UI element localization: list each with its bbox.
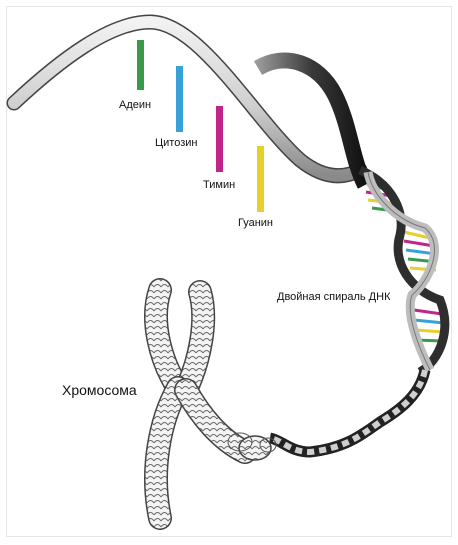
chromosome	[156, 290, 276, 518]
label-guanine: Гуанин	[238, 217, 273, 229]
label-cytosine: Цитозин	[155, 137, 197, 149]
cytosine-marker	[176, 66, 183, 132]
guanine-marker	[257, 146, 264, 212]
thymine-marker	[216, 106, 223, 172]
double-helix	[360, 170, 445, 372]
label-double-helix: Двойная спираль ДНК	[277, 291, 390, 303]
dna-strand-ribbon	[14, 22, 360, 176]
label-thymine: Тимин	[203, 179, 235, 191]
label-adenine: Адеин	[119, 99, 151, 111]
twisted-dna-rope	[270, 370, 425, 452]
label-chromosome: Хромосома	[62, 382, 137, 398]
adenine-marker	[137, 40, 144, 90]
